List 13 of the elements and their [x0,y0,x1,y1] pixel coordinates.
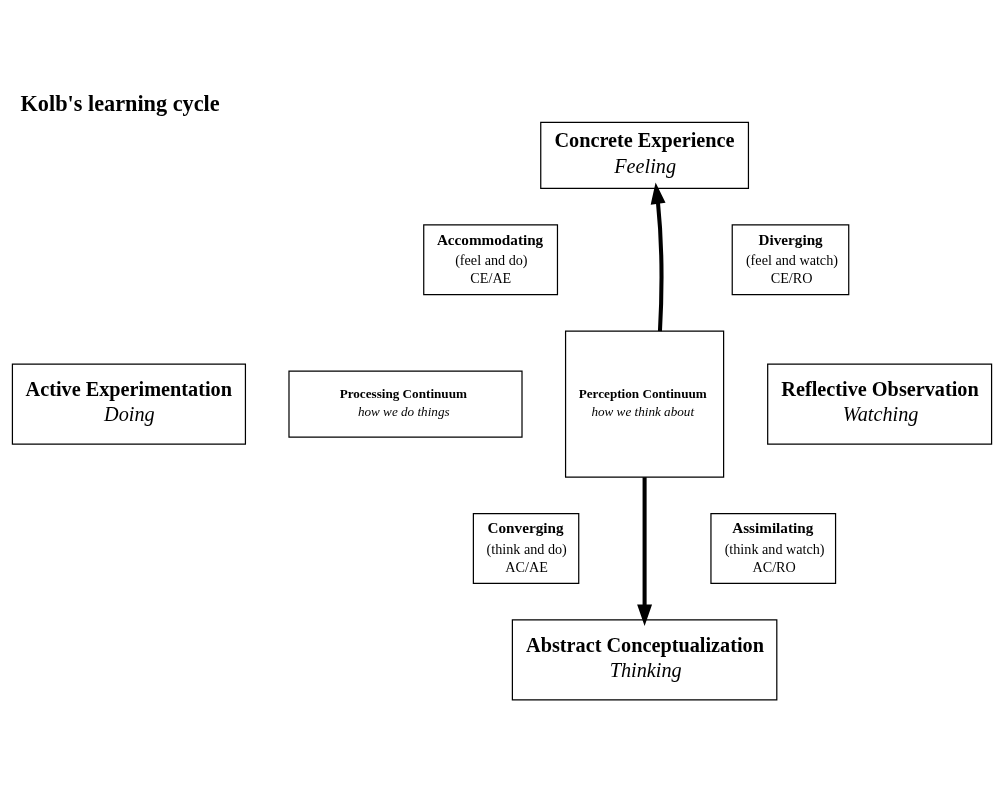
node-box: Processing Continuum how we do things [288,370,523,438]
node-box: Assimilating (think and watch) AC/RO [710,512,837,585]
arrow [650,182,666,332]
node-box: Converging (think and do) AC/AE [472,512,580,585]
node-box: Abstract Conceptualization Thinking [511,619,778,701]
diagram-title: Kolb's learning cycle [20,90,220,116]
node-box: Accommodating (feel and do) CE/AE [423,224,559,296]
node-box: Diverging (feel and watch) CE/RO [731,224,850,296]
arrow [637,477,653,626]
node-box: Concrete Experience Feeling [540,121,750,189]
node-box: Active Experimentation Doing [11,363,247,445]
node-box: Perception Continuum how we think about [564,330,725,478]
node-box: Reflective Observation Watching [767,363,993,445]
